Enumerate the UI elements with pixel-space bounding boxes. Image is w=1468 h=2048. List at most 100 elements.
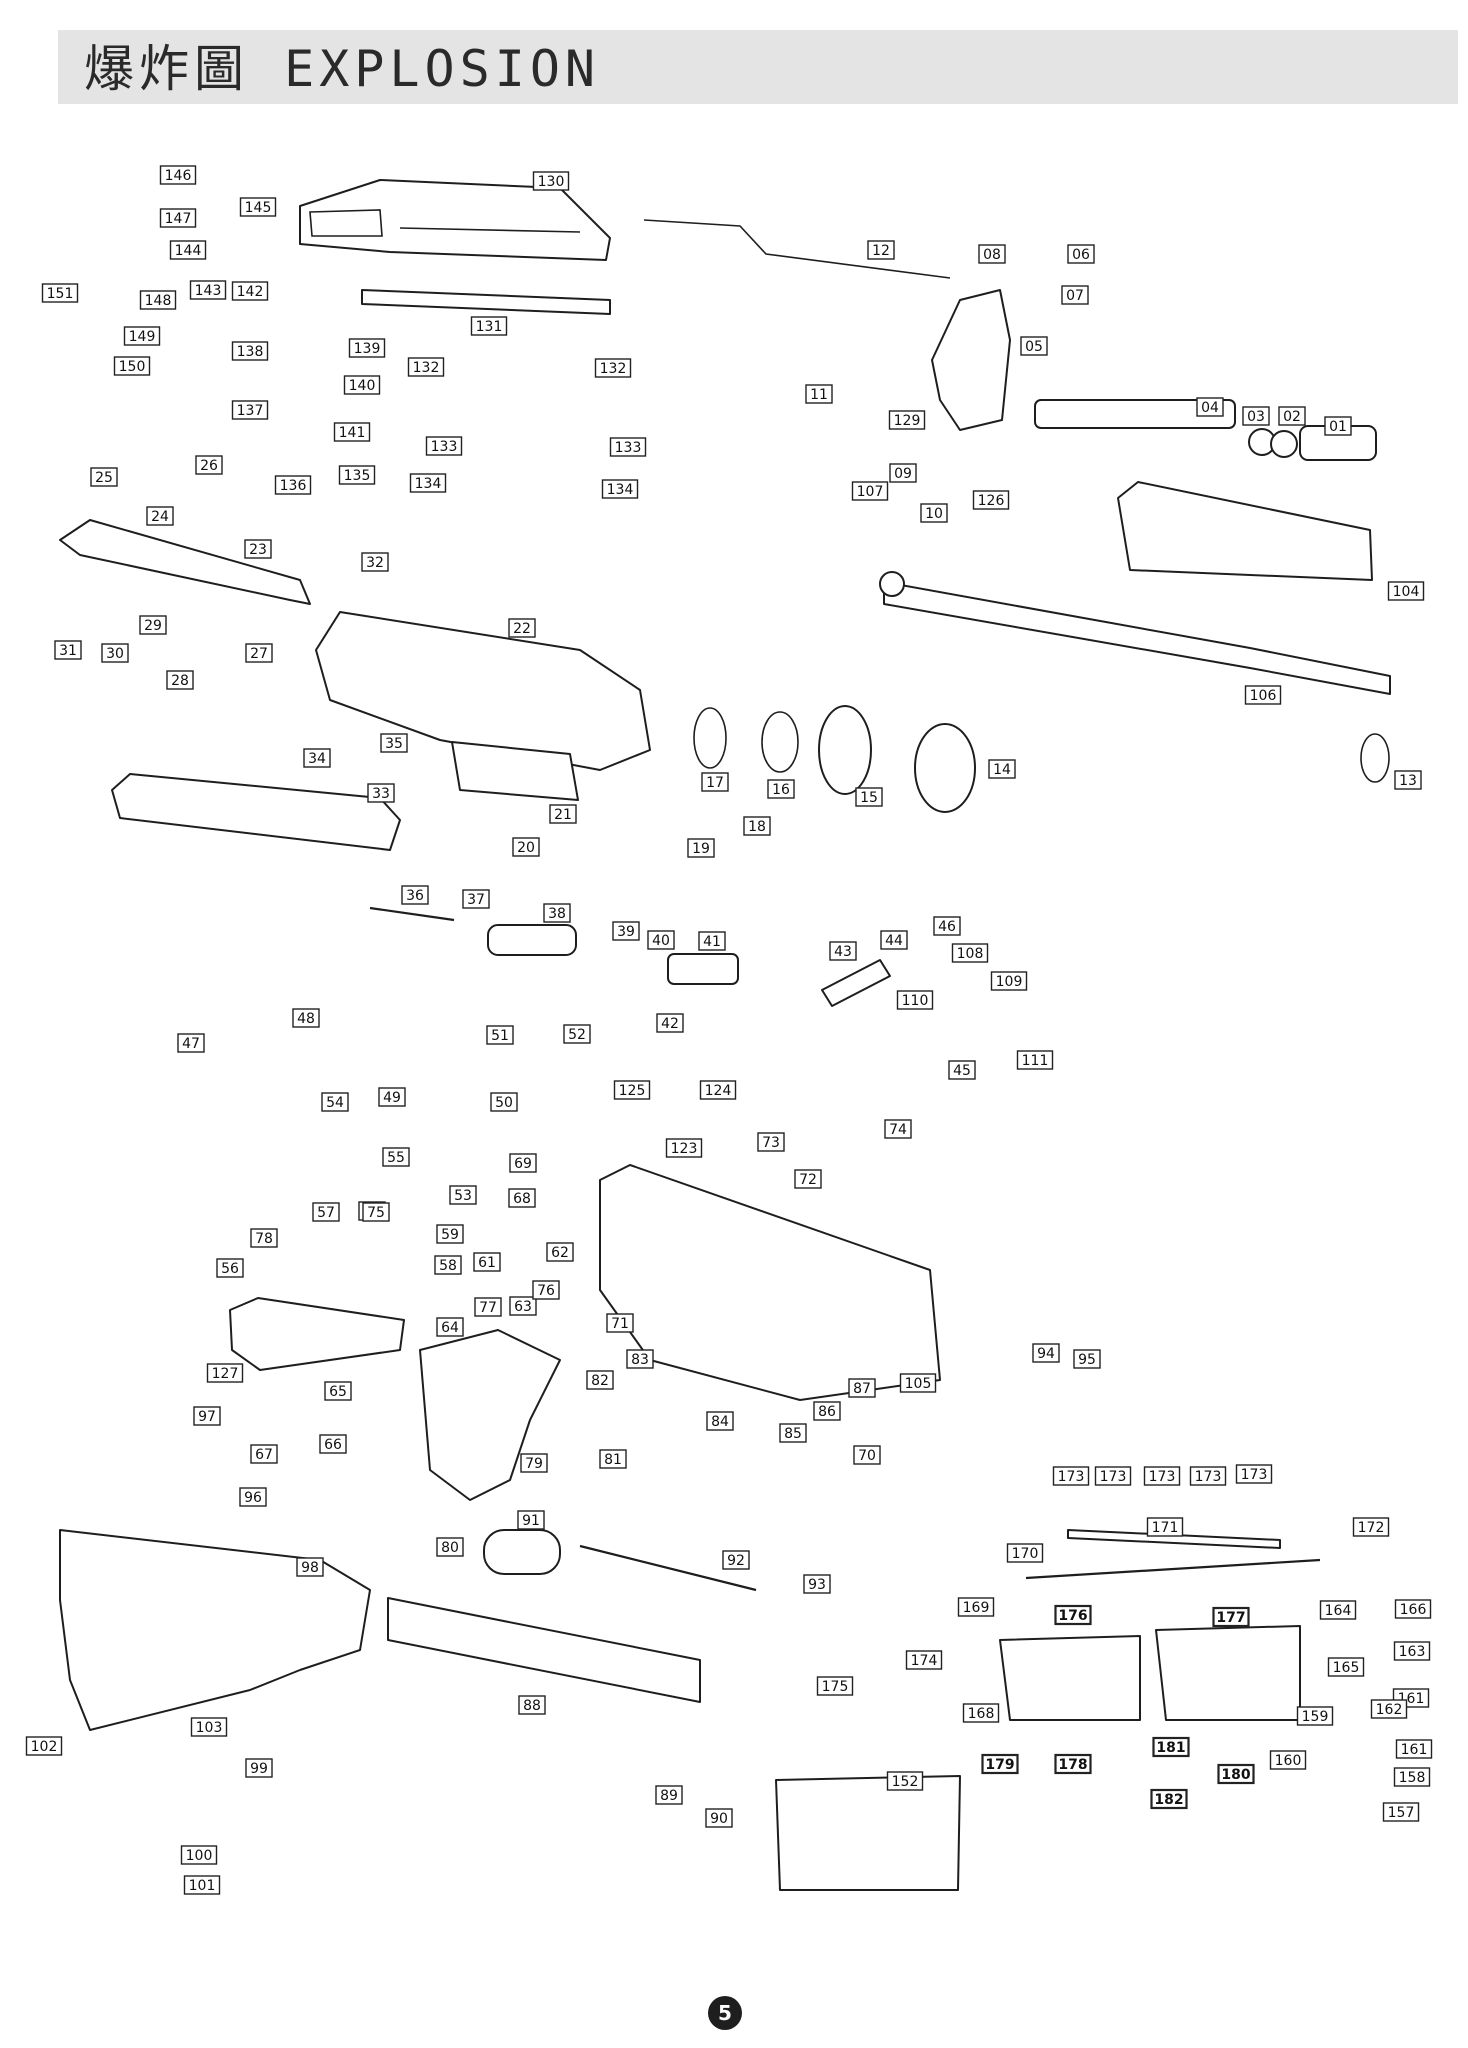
part-label-161: 161 [1395, 1739, 1433, 1759]
part-label-box [123, 326, 161, 346]
part-label-text: 134 [415, 476, 442, 492]
part-label-text: 175 [822, 1679, 849, 1695]
part-label-text: 164 [1325, 1603, 1352, 1619]
part-label-box [767, 779, 795, 799]
part-label-148: 148 [139, 290, 177, 310]
part-label-106: 106 [1244, 685, 1282, 705]
part-label-129: 129 [888, 410, 926, 430]
part-label-box [549, 804, 577, 824]
part-label-text: 72 [799, 1172, 817, 1188]
part-label-box [367, 783, 395, 803]
part-label-text: 68 [513, 1191, 531, 1207]
part-label-text: 94 [1037, 1346, 1055, 1362]
part-label-text: 168 [968, 1706, 995, 1722]
part-label-text: 144 [175, 243, 202, 259]
part-label-text: 43 [834, 944, 852, 960]
part-label-box [146, 506, 174, 526]
part-label-text: 181 [1156, 1740, 1185, 1756]
part-label-169: 169 [957, 1597, 995, 1617]
part-label-text: 85 [784, 1426, 802, 1442]
part-label-box [1006, 1543, 1044, 1563]
part-label-text: 109 [996, 974, 1023, 990]
part-label-text: 169 [963, 1600, 990, 1616]
part-label-box [409, 473, 447, 493]
part-label-text: 38 [548, 906, 566, 922]
part-label-36: 36 [401, 885, 429, 905]
part-label-76: 76 [532, 1280, 560, 1300]
part-label-text: 47 [182, 1036, 200, 1052]
part-label-137: 137 [231, 400, 269, 420]
part-label-text: 91 [522, 1513, 540, 1529]
part-label-text: 129 [894, 413, 921, 429]
part-label-box [312, 1202, 340, 1222]
part-label-14: 14 [988, 759, 1016, 779]
part-label-text: 179 [985, 1757, 1014, 1773]
part-label-text: 102 [31, 1739, 58, 1755]
part-label-166: 166 [1394, 1599, 1432, 1619]
part-label-box [829, 941, 857, 961]
front-sight-drawing [931, 289, 1011, 431]
part-label-box [303, 748, 331, 768]
part-label-text: 90 [710, 1811, 728, 1827]
part-label-box [206, 1363, 244, 1383]
part-label-73: 73 [757, 1132, 785, 1152]
part-label-35: 35 [380, 733, 408, 753]
part-label-165: 165 [1327, 1657, 1365, 1677]
part-label-40: 40 [647, 930, 675, 950]
part-label-box [757, 1132, 785, 1152]
part-label-text: 30 [106, 646, 124, 662]
part-label-text: 17 [706, 775, 724, 791]
part-label-box [239, 197, 277, 217]
part-label-box [54, 640, 82, 660]
part-label-box [180, 1845, 218, 1865]
part-label-47: 47 [177, 1033, 205, 1053]
part-drawings [59, 179, 1391, 1891]
part-label-text: 141 [339, 425, 366, 441]
part-label-box [1067, 244, 1095, 264]
part-label-text: 173 [1149, 1469, 1176, 1485]
part-label-94: 94 [1032, 1343, 1060, 1363]
part-label-139: 139 [348, 338, 386, 358]
mag-spring-drawing [1025, 1558, 1321, 1580]
bolt-carrier-drawing [111, 773, 401, 851]
part-label-text: 46 [938, 919, 956, 935]
part-label-39: 39 [612, 921, 640, 941]
part-label-42: 42 [656, 1013, 684, 1033]
part-label-box [425, 436, 463, 456]
part-label-box [231, 341, 269, 361]
part-label-150: 150 [113, 356, 151, 376]
part-label-box [436, 1317, 464, 1337]
part-label-box [888, 410, 926, 430]
part-label-box [324, 1381, 352, 1401]
part-label-text: 45 [953, 1063, 971, 1079]
part-label-box [470, 316, 508, 336]
part-label-text: 63 [514, 1299, 532, 1315]
part-label-24: 24 [146, 506, 174, 526]
battery-mag-drawing-a [999, 1635, 1141, 1721]
part-label-179: 179 [981, 1753, 1019, 1775]
part-label-box [139, 615, 167, 635]
part-label-text: 06 [1072, 247, 1090, 263]
part-label-box [962, 1703, 1000, 1723]
part-label-box [655, 1785, 683, 1805]
part-label-text: 97 [198, 1409, 216, 1425]
part-label-174: 174 [905, 1650, 943, 1670]
part-label-box [626, 1349, 654, 1369]
part-label-box [848, 1378, 876, 1398]
part-label-box [855, 787, 883, 807]
part-label-text: 125 [619, 1083, 646, 1099]
page-number-badge: 5 [708, 1996, 742, 2030]
part-label-box [244, 539, 272, 559]
part-label-box [612, 921, 640, 941]
part-label-box [599, 1449, 627, 1469]
part-label-57: 57 [312, 1202, 340, 1222]
part-label-text: 173 [1058, 1469, 1085, 1485]
part-label-text: 178 [1058, 1757, 1087, 1773]
part-label-box [816, 1676, 854, 1696]
part-label-text: 53 [454, 1188, 472, 1204]
part-label-box [333, 422, 371, 442]
part-label-168: 168 [962, 1703, 1000, 1723]
part-label-123: 123 [665, 1138, 703, 1158]
part-label-text: 42 [661, 1016, 679, 1032]
part-label-152: 152 [886, 1771, 924, 1791]
